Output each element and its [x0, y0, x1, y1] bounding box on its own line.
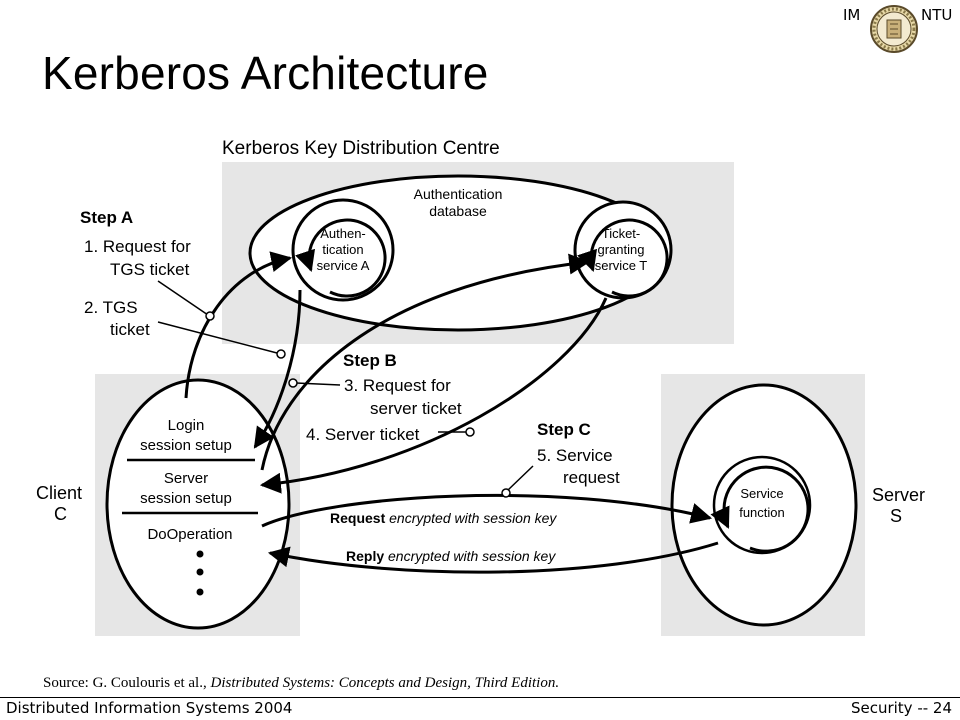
- tgs-request-arrow: [184, 251, 293, 399]
- request-label-bold: Request: [330, 510, 386, 526]
- logo: IM NTU: [843, 2, 953, 56]
- step-a-title: Step A: [80, 208, 133, 227]
- reply-label: Reply encrypted with session key: [346, 548, 556, 564]
- tgs-cycle-arrow: [577, 218, 669, 298]
- client-dot-2: [196, 568, 204, 576]
- auth-service-label-3: service A: [317, 258, 370, 273]
- server-ticket-arrow: [259, 297, 608, 494]
- source-prefix: Source: G. Coulouris et al.,: [43, 675, 211, 691]
- service-function-cycle-arrow: [710, 465, 810, 553]
- step-a-item1-line2: TGS ticket: [110, 260, 190, 279]
- client-label-1: Client: [36, 483, 82, 503]
- callout-marker-4: [465, 427, 475, 437]
- client-label-2: C: [54, 504, 67, 524]
- server-ticket-request-arrow: [260, 253, 591, 471]
- step-c-item5-line2: request: [563, 468, 620, 487]
- service-function-circle: [712, 455, 812, 555]
- university-seal-icon: [870, 5, 918, 53]
- step-c-title: Step C: [537, 420, 591, 439]
- service-function-label-1: Service: [740, 486, 783, 501]
- footer-page-number: Security -- 24: [850, 699, 952, 717]
- request-label: Request encrypted with session key: [330, 510, 557, 526]
- step-b-item4: 4. Server ticket: [306, 425, 420, 444]
- callout-line-3: [295, 382, 341, 386]
- request-label-italic: encrypted with session key: [385, 510, 557, 526]
- reply-arrow: [267, 541, 719, 574]
- auth-db-label-1: Authentication: [414, 186, 503, 202]
- service-request-arrow: [261, 493, 713, 528]
- callout-marker-3: [288, 378, 298, 388]
- step-a-item2-line2: ticket: [110, 320, 150, 339]
- footer-course: Distributed Information Systems 2004: [6, 699, 293, 717]
- server-label-2: S: [890, 506, 902, 526]
- client-ellipse: [105, 378, 291, 630]
- server-label-1: Server: [872, 485, 925, 505]
- step-b-item3-line1: 3. Request for: [344, 376, 451, 395]
- callout-line-5: [507, 465, 534, 491]
- step-c-item5-line1: 5. Service: [537, 446, 613, 465]
- auth-service-cycle-arrow: [295, 218, 387, 298]
- reply-label-bold: Reply: [346, 548, 384, 564]
- kdc-title: Kerberos Key Distribution Centre: [222, 138, 500, 159]
- callout-marker-5: [501, 488, 511, 498]
- client-login-label-1: Login: [168, 417, 205, 434]
- tgs-label-2: granting: [598, 242, 645, 257]
- tgs-ticket-arrow: [253, 289, 302, 449]
- footer-divider: [0, 697, 960, 698]
- logo-im-text: IM: [843, 6, 861, 24]
- client-server-setup-label-2: session setup: [140, 490, 232, 507]
- step-a-item2-line1: 2. TGS: [84, 298, 138, 317]
- service-function-label-2: function: [739, 505, 785, 520]
- client-do-operation-label: DoOperation: [147, 526, 232, 543]
- auth-service-label-2: tication: [322, 242, 363, 257]
- source-book-title: Distributed Systems: Concepts and Design…: [210, 675, 560, 691]
- reply-label-italic: encrypted with session key: [384, 548, 556, 564]
- source-citation: Source: G. Coulouris et al., Distributed…: [43, 675, 559, 692]
- tgs-label-3: service T: [595, 258, 648, 273]
- callout-marker-2: [276, 349, 286, 359]
- logo-ntu-text: NTU: [921, 6, 953, 24]
- callout-marker-1: [205, 311, 215, 321]
- tgs-label-1: Ticket-: [602, 226, 641, 241]
- step-b-title: Step B: [343, 351, 397, 370]
- step-a-item1-line1: 1. Request for: [84, 237, 191, 256]
- client-login-label-2: session setup: [140, 437, 232, 454]
- callout-line-2: [157, 321, 278, 354]
- slide-title: Kerberos Architecture: [42, 47, 489, 99]
- auth-service-label-1: Authen-: [320, 226, 366, 241]
- client-dot-1: [196, 550, 204, 558]
- client-dot-3: [196, 588, 204, 596]
- auth-db-label-2: database: [429, 203, 487, 219]
- callout-line-1: [157, 280, 209, 316]
- client-server-setup-label-1: Server: [164, 470, 208, 487]
- step-b-item3-line2: server ticket: [370, 399, 462, 418]
